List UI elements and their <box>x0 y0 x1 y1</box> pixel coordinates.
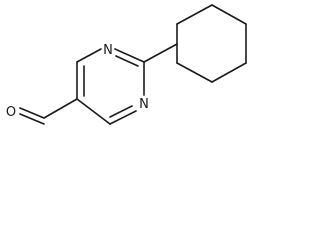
bond-c-o-double-2 <box>19 113 45 125</box>
bond-cy5-cy6 <box>211 62 247 83</box>
atom-label-nitrogen-top: N <box>103 43 113 58</box>
cyclohexyl-ring <box>143 4 247 83</box>
bond-cy2-cy3 <box>176 4 213 25</box>
bond-n3-c4-inner <box>109 105 133 118</box>
pyrimidine-ring <box>76 48 145 125</box>
bond-n1-c2 <box>114 48 145 63</box>
chemical-structure: N N O <box>6 4 247 125</box>
aldehyde-group <box>19 98 78 125</box>
bond-c5-cho <box>43 98 78 119</box>
bond-c4-c5 <box>76 98 111 125</box>
bond-cy6-cy1 <box>176 62 213 83</box>
bond-c6-n1 <box>76 48 102 63</box>
atom-label-nitrogen-bottom: N <box>139 97 149 112</box>
bond-cy3-cy4 <box>211 4 247 25</box>
atom-label-oxygen: O <box>6 105 16 120</box>
bond-c2-cy1 <box>143 43 178 63</box>
bond-c-o-double-1 <box>19 107 45 119</box>
bond-n1-c2-inner <box>115 55 139 67</box>
bond-n3-c4 <box>109 110 137 125</box>
